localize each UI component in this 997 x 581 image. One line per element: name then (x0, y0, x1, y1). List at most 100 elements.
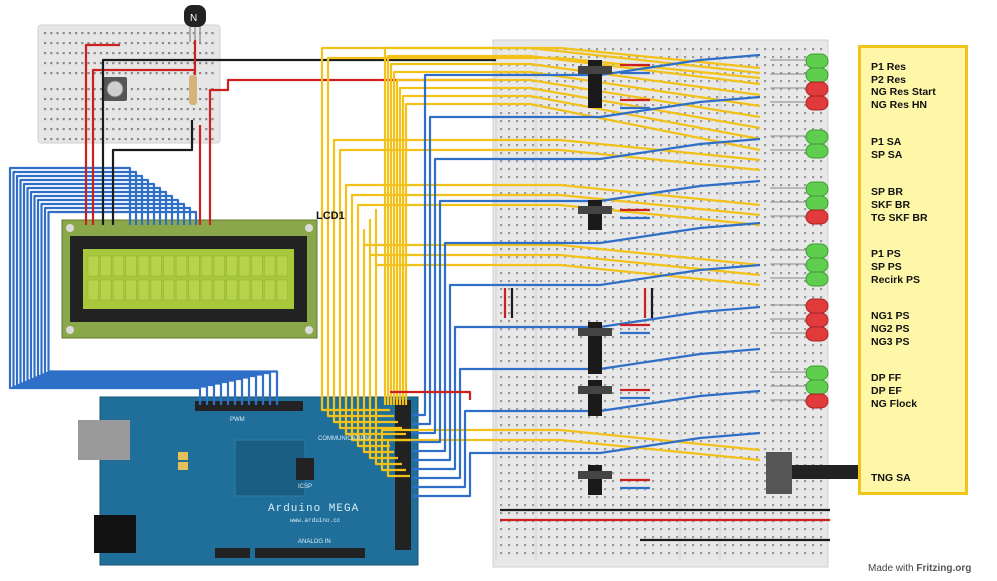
lcd-character-cell (251, 279, 263, 301)
lcd-character-cell (112, 279, 124, 301)
led-red (805, 312, 829, 328)
lcd-character-cell (238, 279, 250, 301)
led-green (805, 243, 829, 259)
led-red (805, 95, 829, 111)
transistor: N (184, 5, 206, 42)
fritzing-brand: Fritzing.org (916, 563, 972, 574)
lcd-title: LCD1 (316, 210, 345, 222)
power-wire (208, 78, 496, 225)
led-green (805, 181, 829, 197)
led-red (805, 393, 829, 409)
lcd-character-cell (251, 255, 263, 277)
leds (770, 53, 829, 409)
lcd-character-cell (112, 255, 124, 277)
switch-ic-lever (578, 206, 612, 214)
label-dp-ef: DP EF (871, 385, 902, 397)
lcd-character-cell (188, 279, 200, 301)
signal-wire (374, 208, 761, 466)
lcd-data-wire (47, 210, 279, 405)
signal-wire (350, 193, 761, 442)
signal-wire (380, 428, 761, 472)
label-ng2-ps: NG2 PS (871, 323, 910, 335)
lcd-character-cell (163, 255, 175, 277)
main-potentiometer (766, 452, 858, 494)
switch-wire (412, 137, 761, 435)
lcd-data-wire (43, 206, 272, 405)
arduino-pwm-label: PWM (230, 417, 245, 423)
lcd-character-cell (125, 255, 137, 277)
switch-wire (412, 305, 761, 471)
lcd-character-cell (201, 255, 213, 277)
led-green (805, 53, 829, 69)
signal-wire (389, 62, 761, 405)
lcd-character-cell (175, 255, 187, 277)
led-red (805, 326, 829, 342)
signal-label-panel: P1 Res P2 Res NG Res Start NG Res HN P1 … (858, 45, 968, 495)
switch-ic-lever (578, 471, 612, 479)
lcd-character-cell (125, 279, 137, 301)
switch-wire (412, 179, 761, 444)
lcd-character-cell (213, 255, 225, 277)
label-sp-br: SP BR (871, 186, 903, 198)
switch-wire (412, 389, 761, 489)
switch-ic (588, 380, 602, 416)
led-green (805, 271, 829, 287)
lcd-character-cell (188, 255, 200, 277)
fritzing-credit: Made with Fritzing.org (868, 563, 971, 574)
label-p1-ps: P1 PS (871, 248, 901, 260)
lcd-character-cell (226, 279, 238, 301)
small-potentiometer (103, 77, 127, 101)
switch-wire (412, 431, 761, 498)
lcd-character-cell (138, 279, 150, 301)
switch-ic (588, 465, 602, 495)
label-recirk-ps: Recirk PS (871, 274, 921, 286)
ground-wire (111, 120, 194, 225)
lcd-character-cell (213, 279, 225, 301)
label-sp-sa: SP SA (871, 149, 903, 161)
led-red (805, 81, 829, 97)
lcd-character-cell (150, 279, 162, 301)
label-ng1-ps: NG1 PS (871, 310, 910, 322)
label-ng-res-start: NG Res Start (871, 86, 936, 98)
arduino-icsp-label: ICSP (298, 484, 313, 490)
arduino-board (78, 396, 419, 566)
label-p1-res: P1 Res (871, 61, 907, 73)
lcd-character-cell (276, 255, 288, 277)
svg-text:N: N (190, 13, 197, 24)
label-p1-sa: P1 SA (871, 136, 902, 148)
label-p2-res: P2 Res (871, 74, 907, 86)
led-green (805, 67, 829, 83)
label-ng3-ps: NG3 PS (871, 336, 910, 348)
lcd-character-cell (238, 255, 250, 277)
label-ng-flock: NG Flock (871, 398, 918, 410)
label-tng-sa: TNG SA (871, 472, 911, 484)
label-ng-res-hn: NG Res HN (871, 99, 928, 111)
switch-ic-lever (578, 386, 612, 394)
signal-wire (332, 138, 761, 424)
lcd-character-cell (201, 279, 213, 301)
lcd-data-wire (8, 166, 202, 405)
switch-wire (412, 53, 761, 417)
lcd-character-cell (87, 279, 99, 301)
signal-wire (395, 78, 761, 405)
led-green (805, 257, 829, 273)
signal-wire (368, 218, 761, 460)
lcd-data-wire (22, 182, 230, 405)
signal-wire (344, 183, 761, 436)
lcd-character-cell (87, 255, 99, 277)
label-sp-ps: SP PS (871, 261, 902, 273)
lcd-data-wire (26, 186, 237, 405)
lcd-character-cell (276, 279, 288, 301)
led-green (805, 129, 829, 145)
signal-wire (401, 94, 761, 405)
arduino-analog-label: ANALOG IN (298, 539, 331, 545)
switch-wire (412, 347, 761, 480)
arduino-board-name: Arduino MEGA (268, 503, 360, 515)
led-red (805, 209, 829, 225)
lcd-character-cell (150, 255, 162, 277)
switch-ics (578, 60, 612, 495)
label-dp-ff: DP FF (871, 372, 902, 384)
led-green (805, 379, 829, 395)
led-green (805, 143, 829, 159)
